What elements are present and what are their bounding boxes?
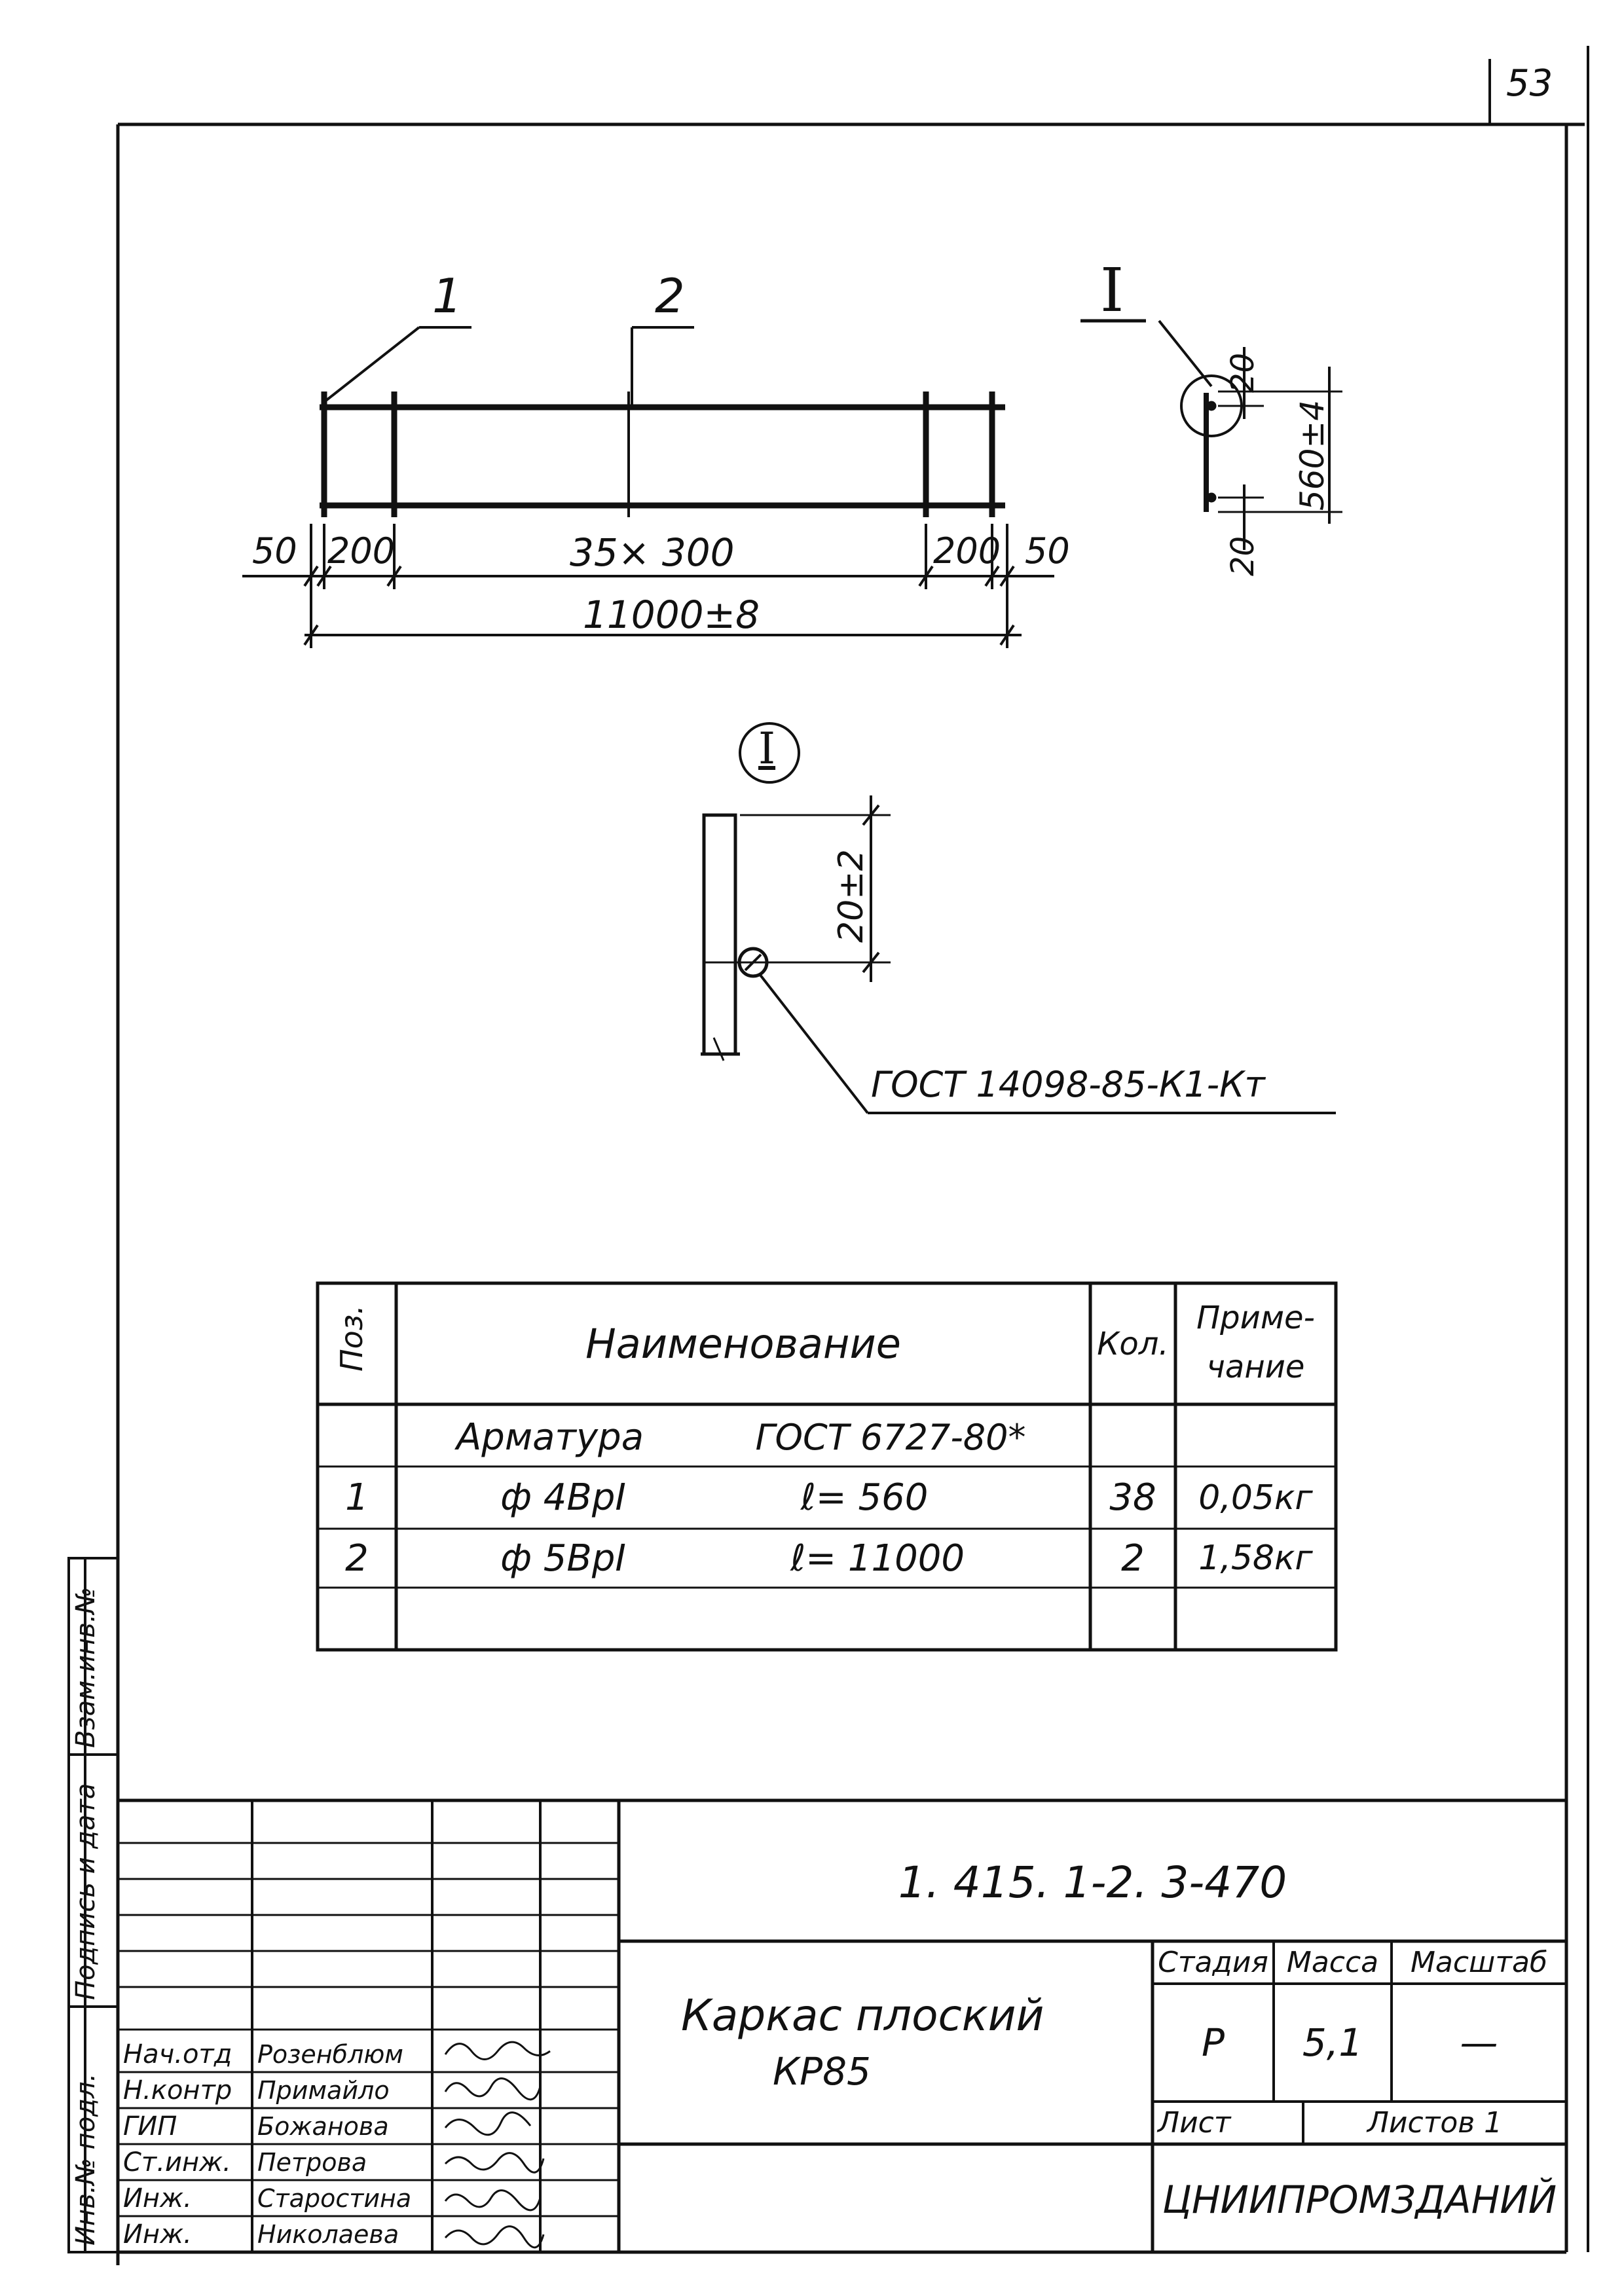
side-stamp-signature: Подпись и дата — [71, 1783, 101, 2000]
spec-row1-note: 0,05кг — [1198, 1478, 1313, 1518]
signature-1 — [444, 2041, 551, 2060]
mass-value: 5,1 — [1302, 2020, 1363, 2065]
role-5: Инж. — [123, 2183, 192, 2214]
spec-row2-pos: 2 — [345, 1537, 369, 1580]
section-mark-label: I — [1100, 255, 1124, 325]
spec-row2-qty: 2 — [1121, 1537, 1145, 1580]
name-3: Божанова — [257, 2111, 389, 2141]
signature-6 — [444, 2225, 545, 2249]
spec-header-name: Наименование — [585, 1320, 901, 1368]
section-view — [1080, 319, 1342, 550]
spec-row1-pos: 1 — [345, 1476, 369, 1519]
side-stamp-border — [67, 1557, 119, 2253]
frame-elevation — [320, 326, 1005, 517]
spec-header-qty: Кол. — [1097, 1325, 1169, 1362]
detail-dim-label: 20±2 — [832, 849, 871, 943]
name-6: Николаева — [257, 2219, 399, 2249]
name-4: Петрова — [257, 2147, 367, 2177]
role-1: Нач.отд — [123, 2039, 232, 2069]
signature-5 — [444, 2189, 542, 2212]
mass-label: Масса — [1286, 1946, 1379, 1979]
spec-row1-qty: 38 — [1109, 1476, 1156, 1519]
stage-label: Стадия — [1158, 1946, 1268, 1979]
stage-value: Р — [1202, 2020, 1225, 2065]
dim-35x300: 35× 300 — [570, 530, 735, 575]
signature-2 — [444, 2077, 542, 2101]
doc-code: 1. 415. 1-2. 3-470 — [898, 1857, 1287, 1908]
leader-label-1: 1 — [432, 268, 462, 323]
tick — [984, 565, 1000, 587]
section-dim-top-label: 20 — [1225, 352, 1261, 393]
dim-200-left: 200 — [327, 530, 396, 572]
tick — [918, 565, 934, 587]
detail-mark-label: I — [758, 723, 776, 774]
dim-200-right: 200 — [933, 530, 1001, 572]
section-dim-bottom-label: 20 — [1225, 536, 1261, 576]
leader-line-1 — [323, 326, 420, 403]
tick — [316, 565, 332, 587]
signatures — [444, 2041, 551, 2249]
tick — [303, 624, 319, 646]
spec-row2-length: ℓ= 11000 — [790, 1537, 965, 1580]
weld-leader — [758, 973, 869, 1114]
role-6: Инж. — [123, 2219, 192, 2250]
spec-group-name: Арматура — [456, 1415, 644, 1459]
section-rod-bottom — [1206, 492, 1217, 503]
signature-3 — [444, 2111, 532, 2136]
tick — [862, 804, 880, 826]
section-rod-top — [1206, 401, 1217, 411]
name-2: Примайло — [257, 2075, 390, 2105]
dimension-lines — [242, 524, 1054, 648]
sheet-label: Лист — [1158, 2106, 1231, 2140]
spec-row2-note: 1,58кг — [1198, 1539, 1313, 1578]
title-line-2: КР85 — [773, 2049, 871, 2094]
signature-4 — [444, 2152, 545, 2174]
spec-header-note-1: Приме- — [1196, 1299, 1315, 1336]
tick — [999, 565, 1015, 587]
tick — [999, 624, 1015, 646]
role-2: Н.контр — [123, 2075, 232, 2105]
name-5: Старостина — [257, 2183, 412, 2213]
sheets-label: Листов 1 — [1367, 2106, 1503, 2140]
spec-table-grid — [316, 1281, 1338, 1652]
spec-group-gost: ГОСТ 6727-80* — [755, 1416, 1026, 1458]
tick — [303, 565, 319, 587]
spec-header-note-2: чание — [1206, 1348, 1305, 1385]
title-line-1: Каркас плоский — [681, 1990, 1044, 2041]
dim-50-right: 50 — [1025, 530, 1070, 572]
tick — [862, 951, 880, 974]
weld-reference: ГОСТ 14098-85-К1-Кт — [871, 1064, 1265, 1105]
scale-label: Масштаб — [1410, 1946, 1548, 1979]
page-number: 53 — [1506, 62, 1553, 105]
side-stamp-grid — [67, 1557, 119, 2253]
role-4: Ст.инж. — [123, 2147, 231, 2178]
detail-break-mark — [712, 1037, 725, 1061]
leader-label-2: 2 — [655, 268, 685, 323]
detail-bar-outline — [702, 813, 737, 1056]
section-dim-height-label: 560±4 — [1293, 399, 1331, 511]
title-block-grid — [118, 1798, 1566, 2252]
spec-row2-size: ф 5ВрI — [500, 1537, 626, 1580]
dim-50-left: 50 — [252, 530, 297, 572]
dim-overall: 11000±8 — [583, 592, 760, 637]
section-leader — [1158, 319, 1213, 388]
spec-row1-size: ф 4ВрI — [500, 1476, 626, 1519]
tick — [386, 565, 402, 587]
side-stamp-inv: Инв.№ подл. — [71, 2073, 101, 2246]
organization: ЦНИИПРОМЗДАНИЙ — [1162, 2178, 1557, 2222]
scale-value: — — [1460, 2020, 1498, 2065]
detail-view — [701, 722, 1336, 1114]
side-stamp-replace: Взам.инв.№ — [71, 1586, 101, 1748]
detail-callout-circle — [739, 722, 800, 784]
name-1: Розенблюм — [257, 2039, 403, 2069]
spec-header-pos: Поз. — [334, 1305, 369, 1372]
spec-row1-length: ℓ= 560 — [800, 1476, 929, 1519]
role-3: ГИП — [123, 2111, 177, 2141]
